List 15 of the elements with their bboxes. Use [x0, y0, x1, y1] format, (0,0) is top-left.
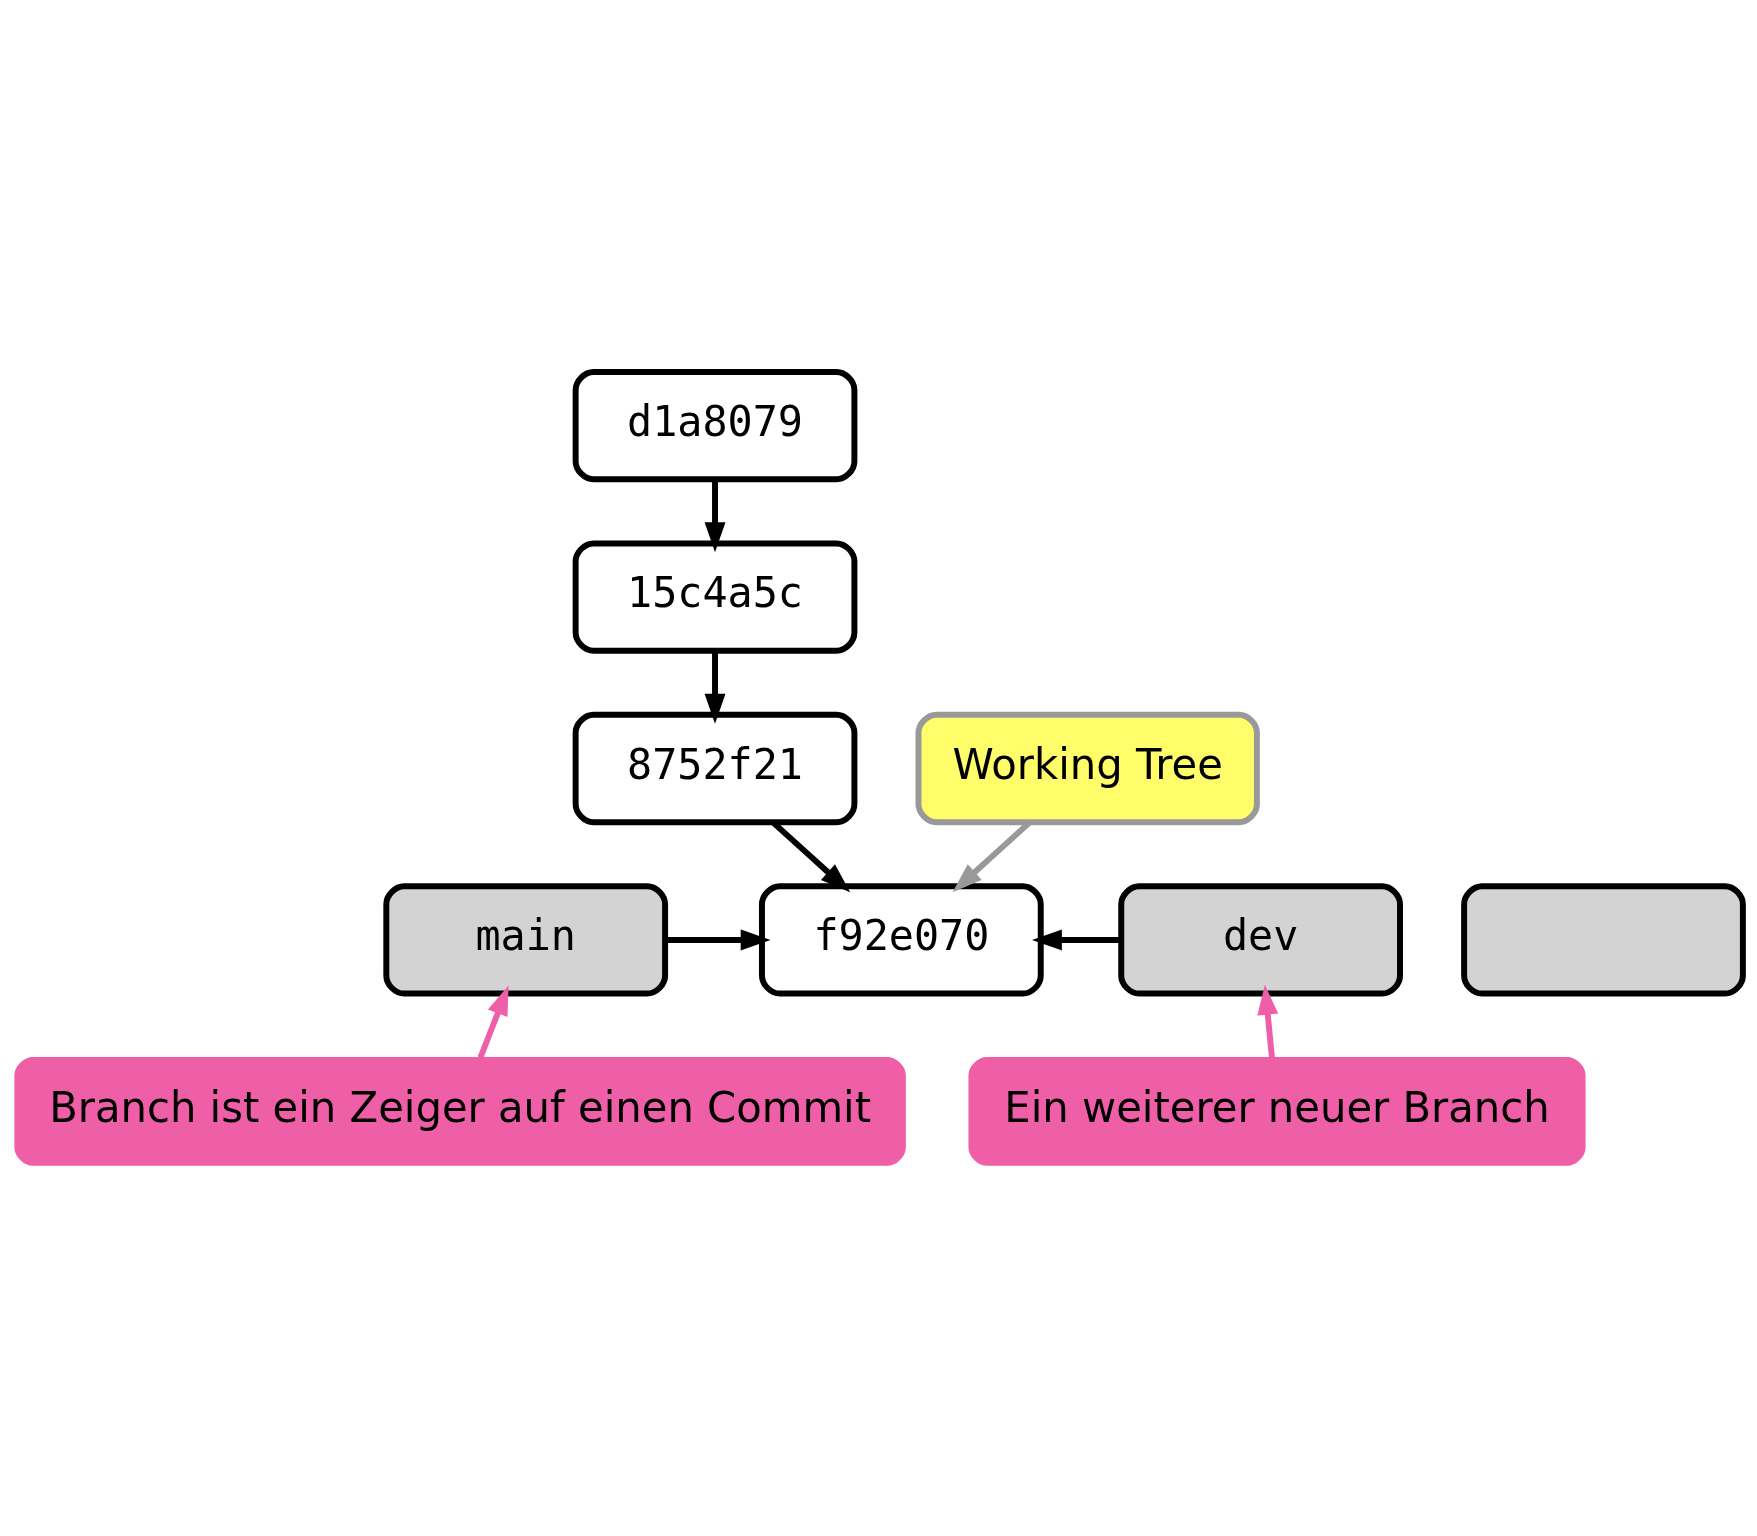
- arrow: [704, 650, 725, 724]
- node-box: dev: [1117, 882, 1403, 997]
- arrow: [1256, 984, 1278, 1058]
- node-box: Branch ist ein Zeiger auf einen Commit: [13, 1056, 906, 1166]
- node-box: f92e070: [758, 882, 1044, 997]
- node-box: [1460, 882, 1746, 997]
- arrow: [1031, 928, 1121, 950]
- node-box: d1a8079: [572, 368, 857, 482]
- node-box: main: [382, 882, 668, 997]
- node-box: Ein weiterer neuer Branch: [967, 1056, 1586, 1166]
- node-box: Working Tree: [915, 711, 1260, 825]
- arrow: [477, 984, 509, 1059]
- node-box: 15c4a5c: [572, 539, 857, 654]
- arrow: [704, 479, 725, 552]
- node-box: 8752f21: [572, 711, 857, 825]
